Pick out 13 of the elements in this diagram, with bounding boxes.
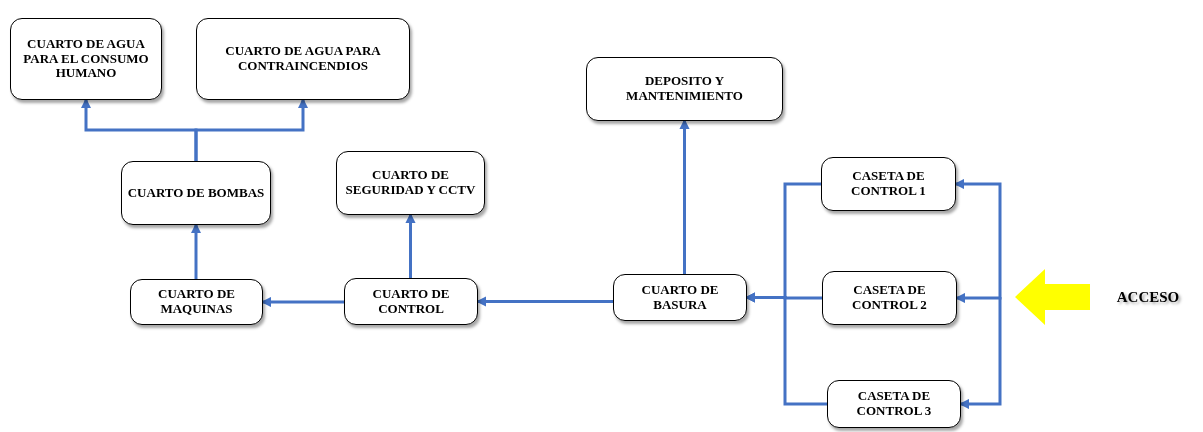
room-box: CUARTO DE SEGURIDAD Y CCTV bbox=[336, 151, 485, 215]
room-box: CUARTO DE AGUA PARA CONTRAINCENDIOS bbox=[196, 18, 410, 100]
room-box: DEPOSITO Y MANTENIMIENTO bbox=[586, 57, 783, 121]
room-box: CUARTO DE BOMBAS bbox=[121, 161, 271, 225]
access-label: ACCESO bbox=[1100, 283, 1196, 311]
block-arrow bbox=[1015, 269, 1090, 325]
room-box: CUARTO DE CONTROL bbox=[344, 278, 478, 325]
room-box: CASETA DE CONTROL 3 bbox=[827, 380, 961, 428]
room-box: CUARTO DE AGUA PARA EL CONSUMO HUMANO bbox=[10, 18, 162, 100]
room-box: CUARTO DE BASURA bbox=[613, 274, 747, 321]
room-box: CASETA DE CONTROL 2 bbox=[822, 271, 957, 325]
room-box: CUARTO DE MAQUINAS bbox=[130, 279, 263, 325]
room-box: CASETA DE CONTROL 1 bbox=[821, 157, 956, 211]
